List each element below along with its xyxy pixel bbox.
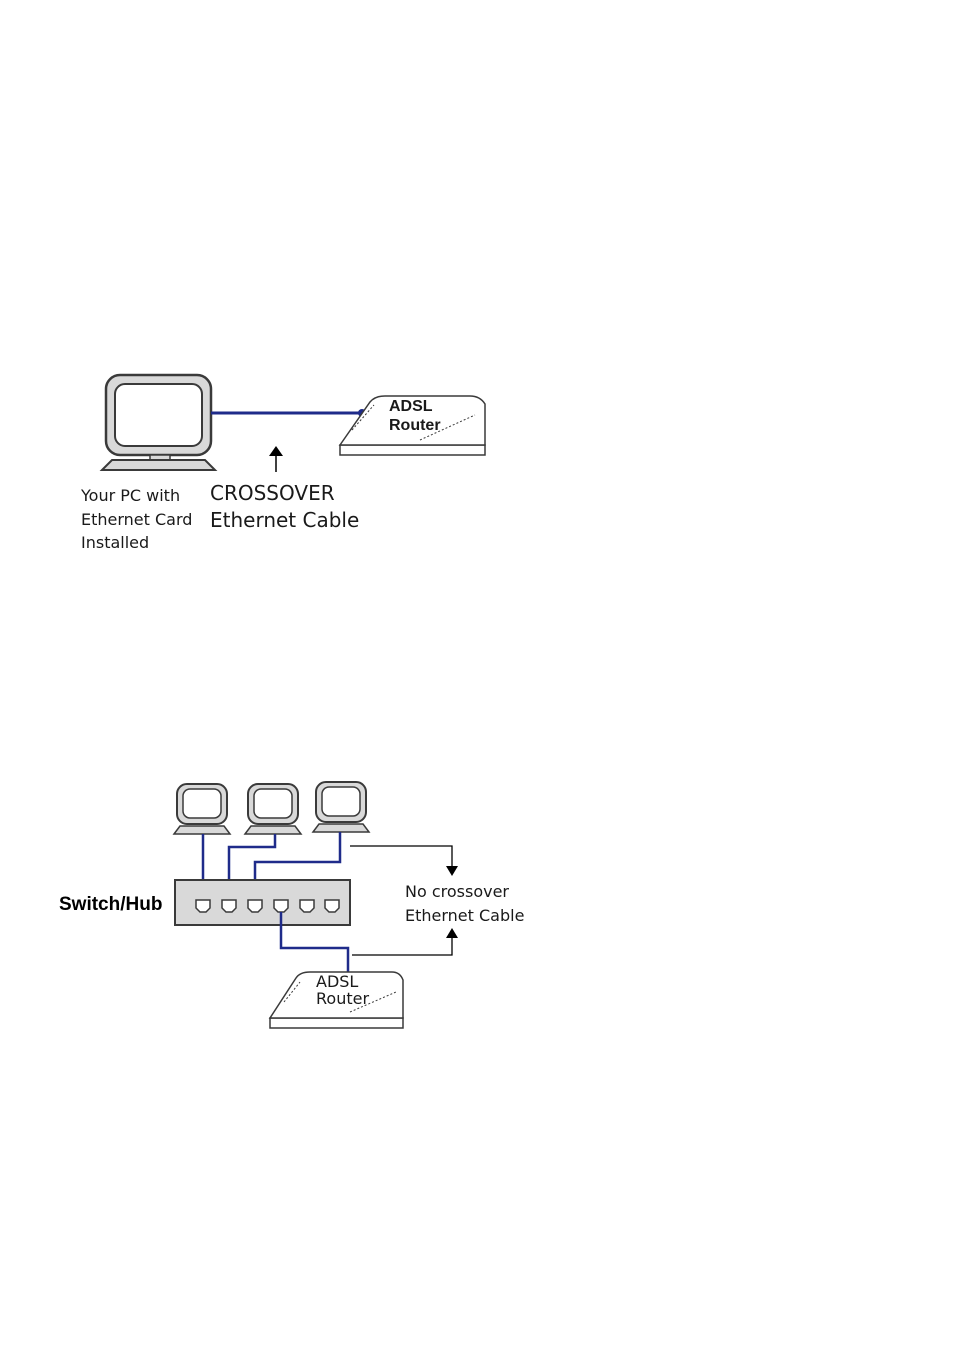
arrow-up-icon — [269, 446, 283, 472]
pc-monitor-icon — [102, 375, 215, 470]
cable-label-line-2: Ethernet Cable — [210, 508, 359, 532]
switch-diagram: Switch/Hub ADSL Router No crossover Ethe… — [59, 782, 524, 1028]
pc-label-line-2: Ethernet Card — [81, 510, 192, 529]
cable-label-line-1: CROSSOVER — [210, 481, 335, 505]
arrow-up-icon — [352, 928, 458, 955]
router-label-line-1: ADSL — [389, 398, 433, 415]
pc-label-line-3: Installed — [81, 533, 149, 552]
switch-hub-label: Switch/Hub — [59, 894, 162, 915]
pc-monitor-icon — [174, 784, 230, 834]
crossover-diagram: ADSL Router Your PC with Ethernet Card I… — [80, 375, 485, 552]
arrow-down-icon — [350, 846, 458, 876]
pc-monitor-icon — [313, 782, 369, 832]
no-crossover-label-line-1: No crossover — [405, 882, 509, 901]
pc-label-line-1: Your PC with — [80, 486, 180, 505]
router-label-line-2: Router — [316, 989, 369, 1008]
router-label-line-2: Router — [389, 417, 441, 434]
no-crossover-label-line-2: Ethernet Cable — [405, 906, 524, 925]
pc-monitor-icon — [245, 784, 301, 834]
